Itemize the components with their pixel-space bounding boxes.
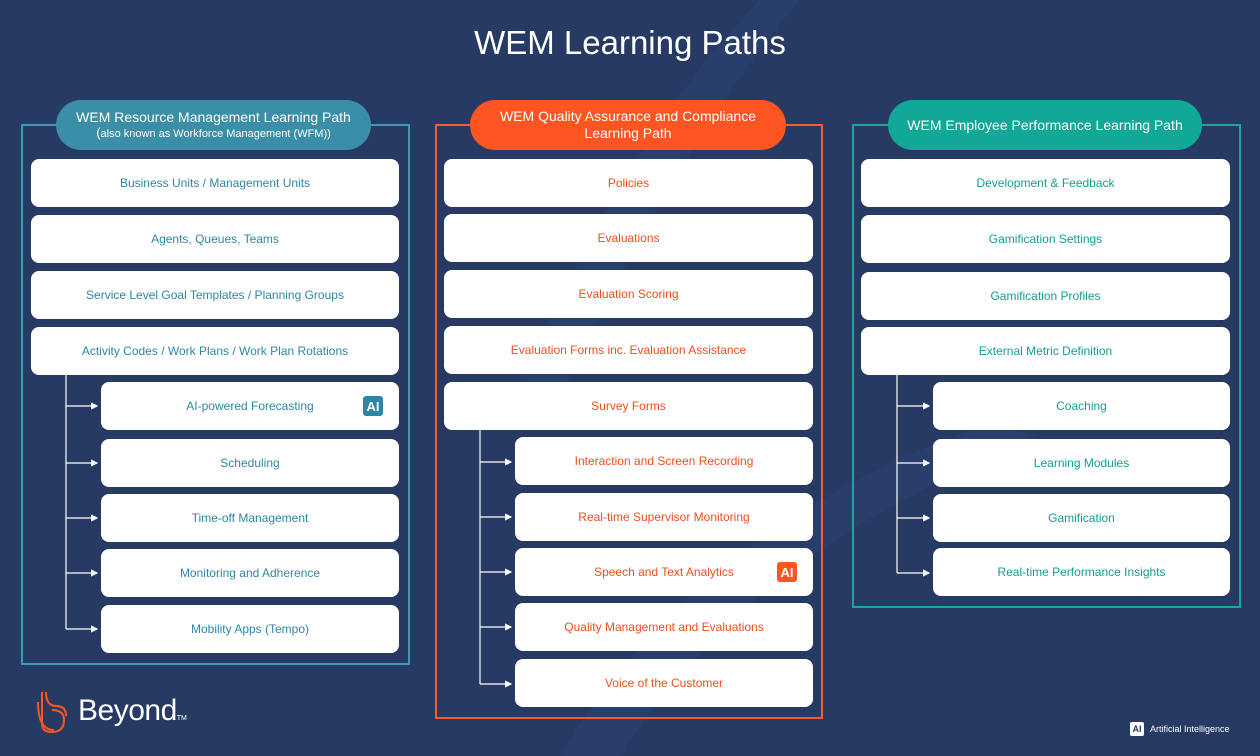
ep-item-development-feedback: Development & Feedback [861, 159, 1230, 207]
qa-subitem-supervisor-monitoring: Real-time Supervisor Monitoring [515, 493, 813, 541]
qa-item-label: Evaluation Forms inc. Evaluation Assista… [510, 343, 747, 357]
qa-subitem-voice-of-customer: Voice of the Customer [515, 659, 813, 707]
beyond-logo-text: Beyond [78, 694, 177, 727]
qa-item-policies: Policies [444, 159, 813, 207]
rm-subitem-label: Monitoring and Adherence [179, 566, 321, 580]
ep-subitem-label: Real-time Performance Insights [997, 565, 1166, 579]
qa-item-evaluation-scoring: Evaluation Scoring [444, 270, 813, 318]
subtitle-paren: ( [96, 125, 101, 140]
rm-subitem-time-off: Time-off Management [101, 494, 399, 542]
qa-item-label: Evaluation Scoring [578, 287, 679, 301]
ep-subitem-performance-insights: Real-time Performance Insights [933, 548, 1230, 596]
rm-subitem-monitoring: Monitoring and Adherence [101, 549, 399, 597]
rm-item-service-level-goal: Service Level Goal Templates / Planning … [31, 271, 399, 319]
qa-subitem-label: Speech and Text Analytics [594, 565, 734, 579]
rm-item-label: Service Level Goal Templates / Planning … [86, 288, 344, 302]
rm-subitem-label: Mobility Apps (Tempo) [190, 622, 310, 636]
qa-subitem-quality-management: Quality Management and Evaluations [515, 603, 813, 651]
rm-item-label: Business Units / Management Units [119, 176, 311, 190]
qa-item-label: Evaluations [597, 231, 660, 245]
ep-subitem-label: Gamification [1048, 511, 1115, 525]
page-title: WEM Learning Paths [474, 24, 786, 61]
rm-subitem-scheduling: Scheduling [101, 439, 399, 487]
employee-performance-header: WEM Employee Performance Learning Path [888, 100, 1202, 150]
ep-item-label: Development & Feedback [976, 176, 1115, 190]
resource-management-header: WEM Resource Management Learning Path (a… [56, 100, 371, 150]
qa-item-evaluations: Evaluations [444, 214, 813, 262]
qa-item-evaluation-forms: Evaluation Forms inc. Evaluation Assista… [444, 326, 813, 374]
quality-assurance-title-line2: Learning Path [584, 125, 672, 141]
resource-management-subtitle: (also known as Workforce Management (WFM… [96, 126, 331, 141]
employee-performance-title: WEM Employee Performance Learning Path [907, 116, 1183, 133]
ep-item-label: External Metric Definition [978, 344, 1113, 358]
rm-subitem-label: Scheduling [220, 456, 280, 470]
rm-item-label: Agents, Queues, Teams [151, 232, 279, 246]
qa-item-label: Policies [607, 176, 650, 190]
ep-item-gamification-settings: Gamification Settings [861, 215, 1230, 263]
qa-subitem-label: Real-time Supervisor Monitoring [578, 510, 750, 524]
ep-subitem-coaching: Coaching [933, 382, 1230, 430]
ep-subitem-label: Coaching [1056, 399, 1107, 413]
subtitle-text: also known as Workforce Management (WFM)… [100, 128, 331, 140]
qa-subitem-label: Quality Management and Evaluations [564, 620, 764, 634]
rm-subitem-label: Time-off Management [191, 511, 309, 525]
qa-subitem-speech-analytics: Speech and Text Analytics AI [515, 548, 813, 596]
beyond-logo: Beyond TM [36, 688, 187, 734]
legend-ai-badge-icon: AI [1130, 722, 1144, 736]
qa-subitem-interaction-recording: Interaction and Screen Recording [515, 437, 813, 485]
rm-subitem-label: AI-powered Forecasting [186, 399, 314, 413]
rm-item-activity-codes: Activity Codes / Work Plans / Work Plan … [31, 327, 399, 375]
ai-badge-icon: AI [777, 562, 797, 582]
legend: AI Artificial Intelligence [1130, 722, 1230, 736]
beyond-logo-icon [37, 691, 67, 734]
qa-item-label: Survey Forms [591, 399, 666, 413]
ep-subitem-gamification: Gamification [933, 494, 1230, 542]
qa-subitem-label: Voice of the Customer [604, 676, 724, 690]
qa-item-survey-forms: Survey Forms [444, 382, 813, 430]
trademark-mark: TM [176, 715, 187, 722]
rm-subitem-mobility-apps: Mobility Apps (Tempo) [101, 605, 399, 653]
qa-subitem-label: Interaction and Screen Recording [574, 454, 754, 468]
ep-subitem-label: Learning Modules [1033, 456, 1130, 470]
ai-badge-icon: AI [363, 396, 383, 416]
ep-item-label: Gamification Profiles [990, 289, 1101, 303]
quality-assurance-header: WEM Quality Assurance and Compliance Lea… [470, 100, 786, 150]
quality-assurance-title-line1: WEM Quality Assurance and Compliance [500, 108, 756, 124]
ep-item-gamification-profiles: Gamification Profiles [861, 272, 1230, 320]
rm-item-agents-queues-teams: Agents, Queues, Teams [31, 215, 399, 263]
ep-subitem-learning-modules: Learning Modules [933, 439, 1230, 487]
rm-item-label: Activity Codes / Work Plans / Work Plan … [81, 344, 349, 358]
ep-item-external-metric: External Metric Definition [861, 327, 1230, 375]
rm-subitem-ai-forecasting: AI-powered Forecasting AI [101, 382, 399, 430]
legend-text: Artificial Intelligence [1150, 724, 1230, 734]
ep-item-label: Gamification Settings [988, 232, 1103, 246]
resource-management-title: WEM Resource Management Learning Path [76, 109, 351, 125]
rm-item-business-units: Business Units / Management Units [31, 159, 399, 207]
